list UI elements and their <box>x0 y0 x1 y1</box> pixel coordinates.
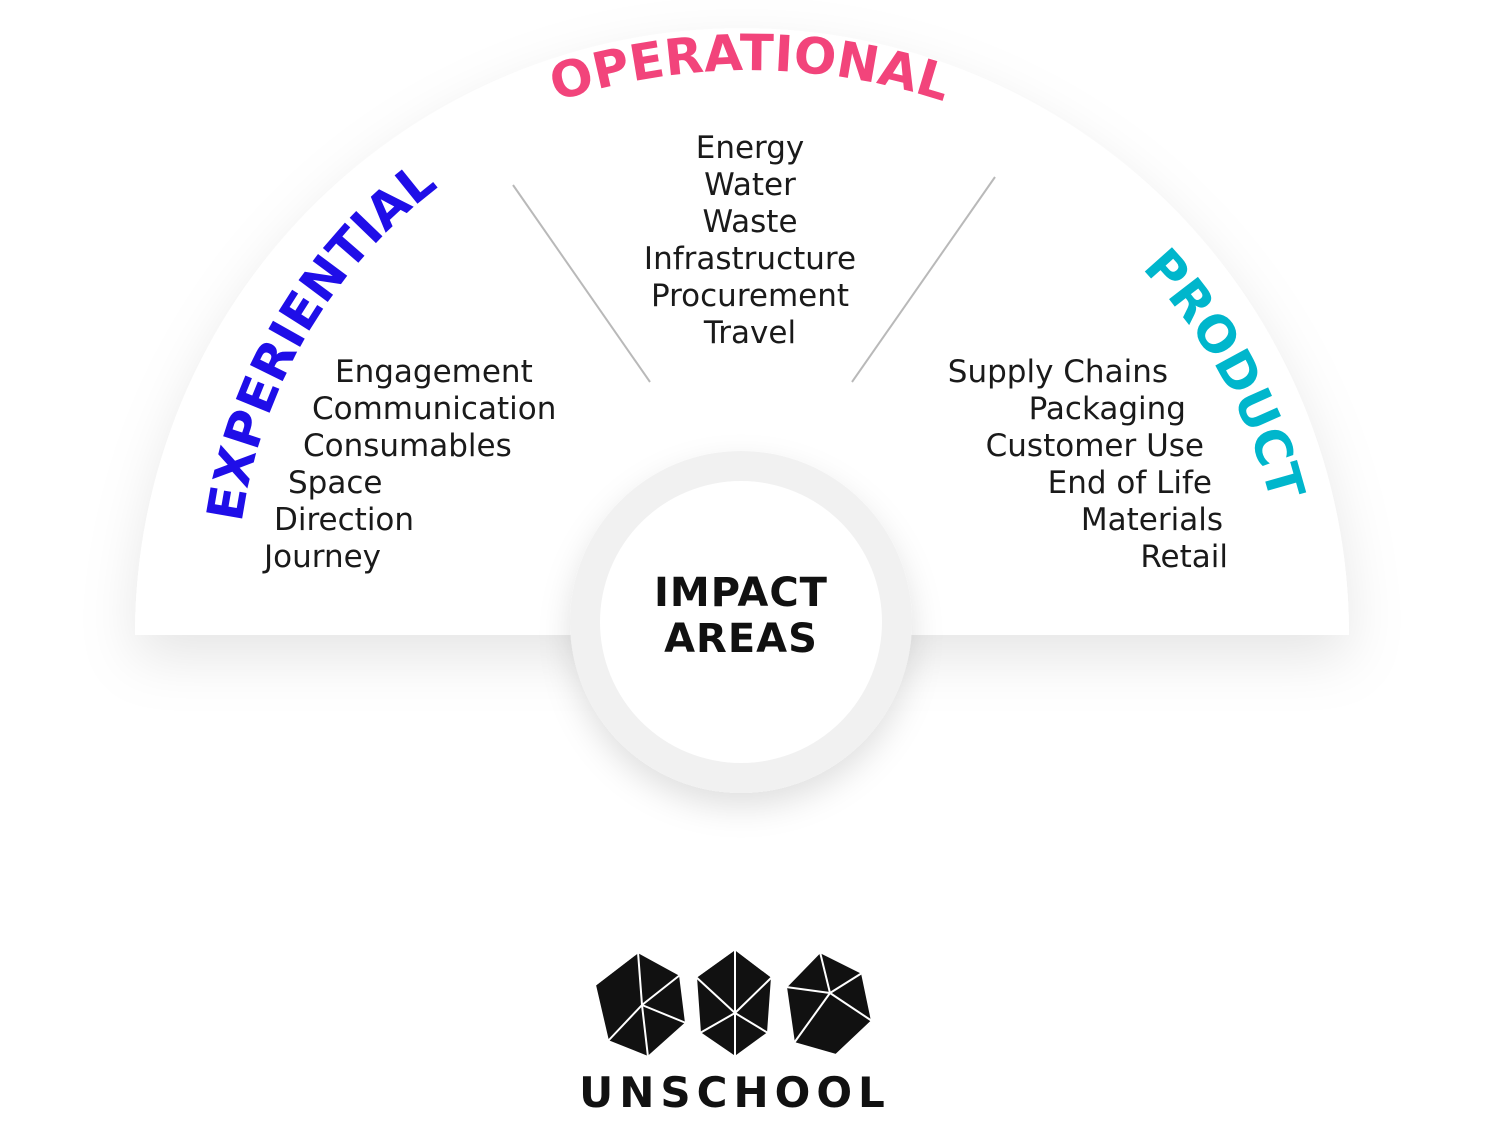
product-item: Supply Chains <box>947 354 1168 390</box>
product-item: Retail <box>1140 539 1228 575</box>
experiential-item: Communication <box>312 391 557 427</box>
hub-circle <box>600 481 882 763</box>
experiential-item: Direction <box>274 502 415 538</box>
operational-item: Infrastructure <box>643 241 857 277</box>
experiential-item: Engagement <box>335 354 533 390</box>
brand-name: UNSCHOOL <box>579 1068 891 1117</box>
product-item: Packaging <box>1028 391 1186 427</box>
operational-item: Procurement <box>650 278 850 314</box>
product-item: End of Life <box>1047 465 1212 501</box>
experiential-item: Journey <box>264 539 382 575</box>
unschool-logo-icon <box>594 948 873 1058</box>
center-label-line1: IMPACT <box>654 570 828 616</box>
center-label-line2: AREAS <box>664 616 818 662</box>
operational-item: Water <box>704 167 796 203</box>
product-item: Customer Use <box>985 428 1204 464</box>
operational-item: Waste <box>702 204 798 240</box>
operational-item: Energy <box>695 130 805 166</box>
divider-right <box>851 176 996 383</box>
operational-item: Travel <box>703 315 797 351</box>
experiential-item: Consumables <box>303 428 512 464</box>
product-item: Materials <box>1080 502 1223 538</box>
divider-left <box>512 184 651 383</box>
center-label: IMPACT AREAS <box>600 570 882 662</box>
experiential-item: Space <box>288 465 383 501</box>
